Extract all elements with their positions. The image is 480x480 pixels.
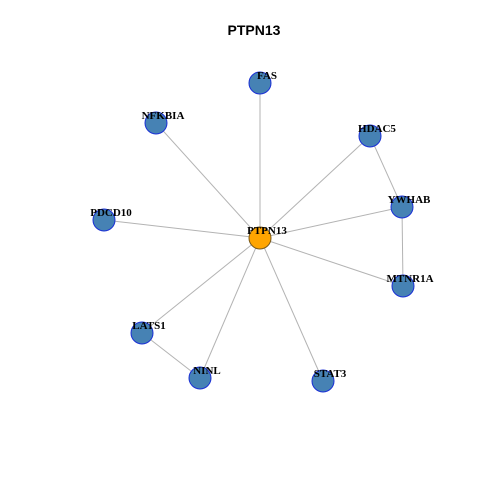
node-label-hdac5: HDAC5	[358, 123, 396, 135]
node-ptpn13	[248, 226, 272, 250]
edge-lats1-ninl	[141, 332, 201, 379]
node-label-ptpn13: PTPN13	[247, 225, 287, 237]
node-label-mtnr1a: MTNR1A	[386, 273, 433, 285]
node-label-ninl: NINL	[193, 365, 221, 377]
node-hdac5	[358, 124, 382, 148]
node-label-pdcd10: PDCD10	[90, 207, 132, 219]
node-label-fas: FAS	[257, 70, 277, 82]
edges-layer	[103, 83, 404, 382]
edge-ptpn13-ninl	[199, 237, 261, 379]
node-label-ywhab: YWHAB	[388, 194, 431, 206]
node-mtnr1a	[391, 274, 415, 298]
node-label-lats1: LATS1	[132, 320, 165, 332]
node-nfkbia	[144, 111, 168, 135]
edge-ptpn13-nfkbia	[155, 122, 261, 239]
node-fas	[248, 71, 272, 95]
edge-ptpn13-mtnr1a	[259, 237, 404, 287]
node-pdcd10	[92, 208, 116, 232]
node-label-stat3: STAT3	[314, 368, 347, 380]
node-stat3	[311, 369, 335, 393]
edge-ywhab-mtnr1a	[401, 206, 404, 287]
node-lats1	[130, 321, 154, 345]
node-ywhab	[390, 195, 414, 219]
edge-hdac5-ywhab	[369, 135, 403, 208]
edge-ptpn13-lats1	[141, 237, 261, 334]
node-ninl	[188, 366, 212, 390]
edge-ptpn13-pdcd10	[103, 219, 261, 239]
edge-ptpn13-stat3	[259, 237, 324, 382]
graph-title: PTPN13	[228, 22, 281, 38]
node-label-nfkbia: NFKBIA	[142, 110, 185, 122]
edge-ptpn13-hdac5	[259, 135, 371, 239]
edge-ptpn13-ywhab	[259, 206, 403, 239]
nodes-layer	[92, 71, 415, 393]
